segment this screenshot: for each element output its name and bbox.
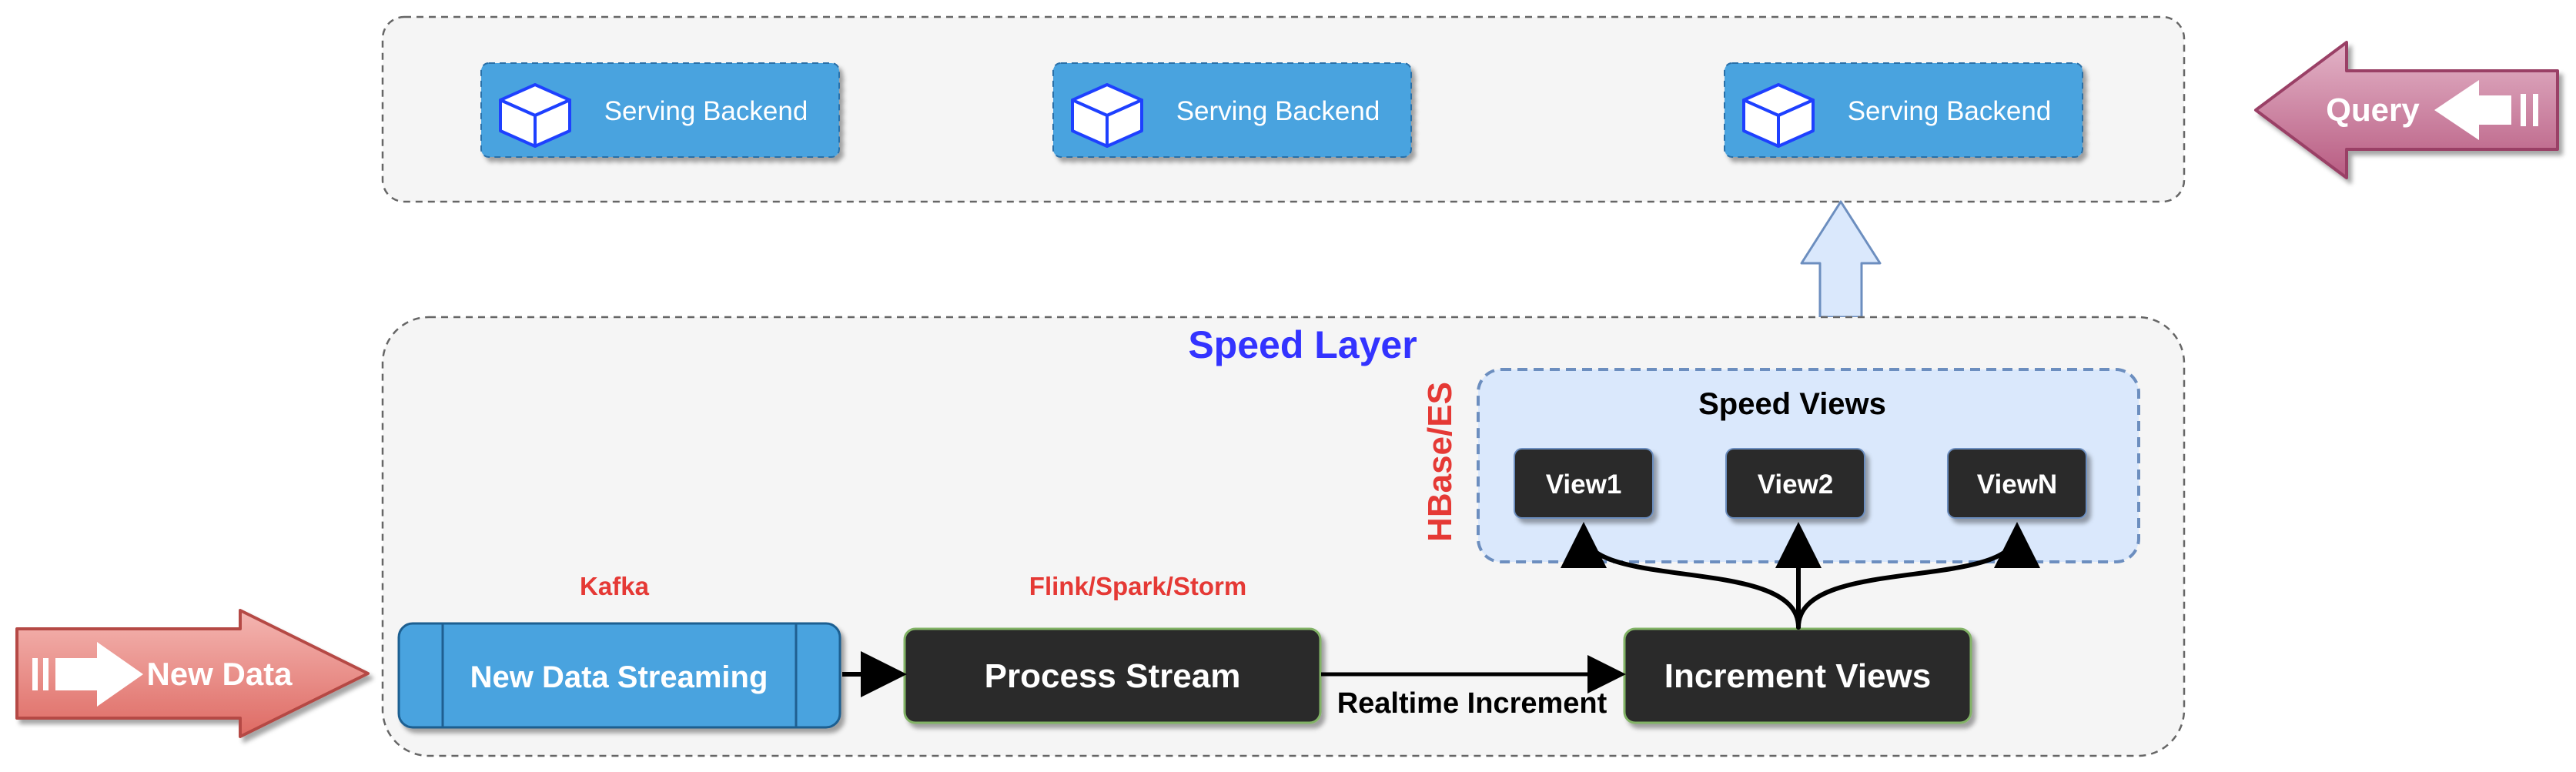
- new-data-label: New Data: [146, 656, 293, 692]
- view-label: ViewN: [1977, 470, 2057, 500]
- serving-backend-2[interactable]: Serving Backend: [1052, 62, 1412, 158]
- increment-views-box[interactable]: Increment Views: [1623, 627, 1972, 724]
- speed-views-title: Speed Views: [1698, 387, 1886, 421]
- stream-engine-label: Flink/Spark/Storm: [1029, 572, 1246, 600]
- up-arrow: [1800, 200, 1882, 319]
- process-stream-box[interactable]: Process Stream: [903, 627, 1322, 724]
- kafka-label: Kafka: [580, 572, 650, 600]
- view-label: View1: [1546, 470, 1622, 500]
- fanout-edges: [1561, 522, 2040, 630]
- query-arrow[interactable]: Query: [2254, 41, 2559, 179]
- serving-backend-label: Serving Backend: [1848, 96, 2052, 126]
- increment-views-label: Increment Views: [1664, 657, 1931, 695]
- storage-label: HBase/ES: [1421, 382, 1459, 542]
- serving-backend-1[interactable]: Serving Backend: [480, 62, 840, 158]
- edge-label-realtime-increment: Realtime Increment: [1337, 687, 1607, 720]
- cube-icon: [1071, 83, 1143, 148]
- view-box-2[interactable]: View2: [1725, 448, 1865, 519]
- serving-backend-label: Serving Backend: [1176, 96, 1380, 126]
- cube-icon: [1742, 83, 1815, 148]
- new-data-arrow[interactable]: New Data: [15, 609, 370, 738]
- new-data-streaming-label: New Data Streaming: [470, 660, 768, 694]
- view-box-n[interactable]: ViewN: [1947, 448, 2087, 519]
- query-label: Query: [2326, 92, 2420, 128]
- serving-backend-label: Serving Backend: [604, 96, 808, 126]
- view-box-1[interactable]: View1: [1514, 448, 1654, 519]
- cube-icon: [499, 83, 571, 148]
- speed-layer-title: Speed Layer: [1188, 323, 1417, 366]
- new-data-streaming-queue[interactable]: New Data Streaming: [397, 622, 841, 729]
- serving-backend-3[interactable]: Serving Backend: [1724, 62, 2083, 158]
- process-stream-label: Process Stream: [985, 657, 1241, 695]
- view-label: View2: [1758, 470, 1834, 500]
